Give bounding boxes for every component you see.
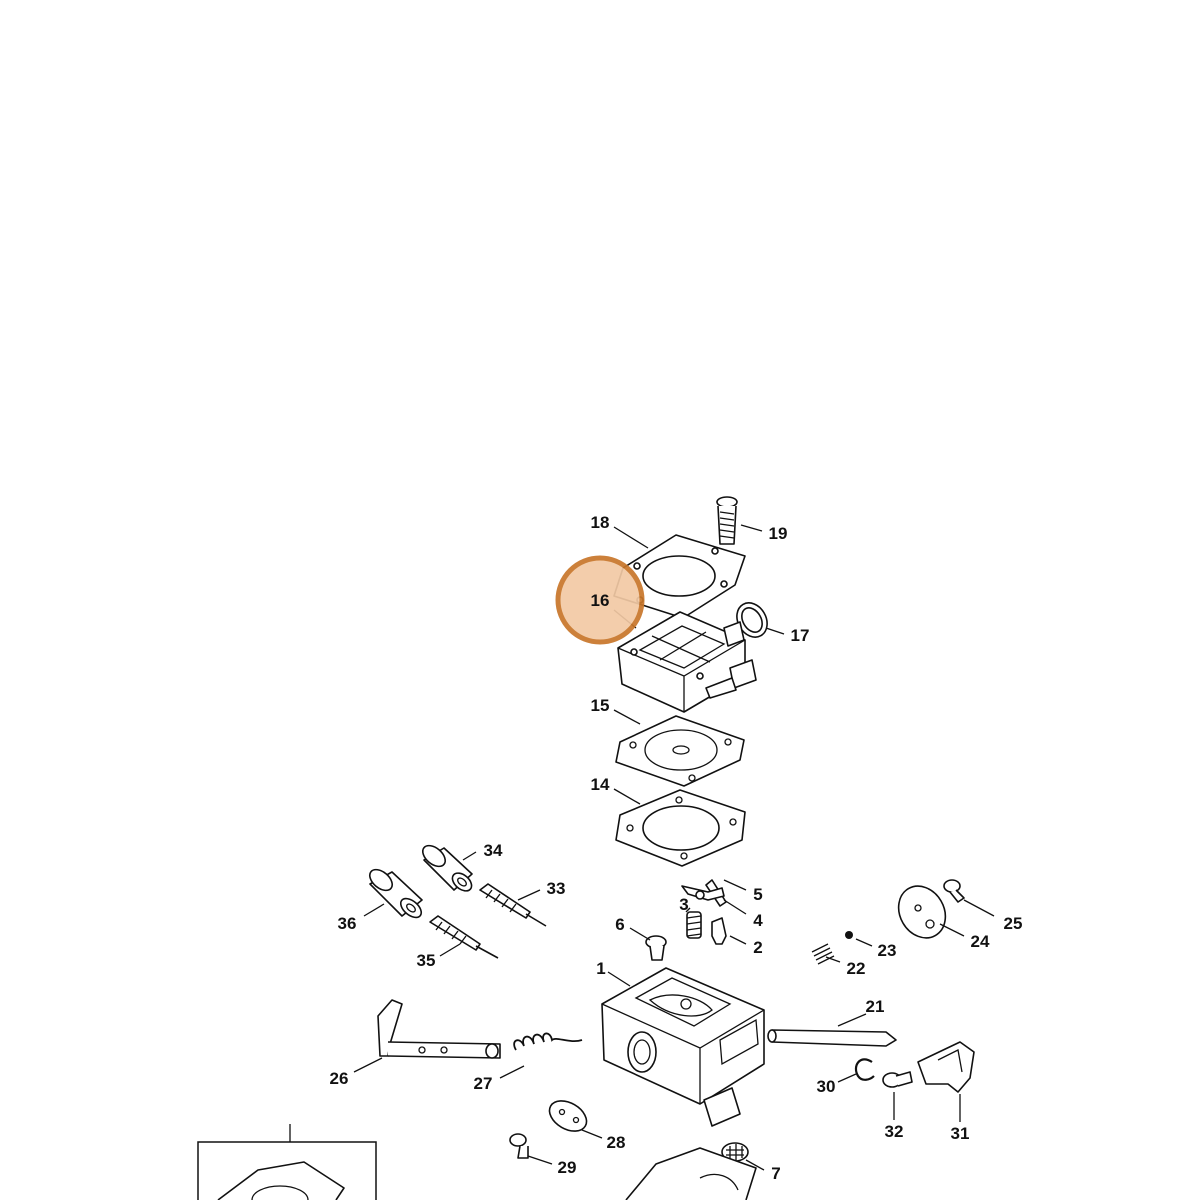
label-28: 29 [558, 1158, 577, 1177]
label-2: 2 [753, 938, 762, 957]
label-22: 23 [878, 941, 897, 960]
part-28-screw[interactable] [509, 1133, 529, 1159]
part-24-screw[interactable] [943, 879, 965, 903]
label-16: 16 [591, 591, 610, 610]
label-35: 36 [338, 914, 357, 933]
part-30-lever[interactable] [917, 1041, 975, 1093]
part-15-diaphragm[interactable] [615, 715, 745, 787]
part-29-clip[interactable] [854, 1058, 875, 1081]
part-21-spring[interactable] [811, 943, 835, 965]
part-26-spring[interactable] [513, 1032, 583, 1051]
part-20-shaft[interactable] [767, 1029, 897, 1047]
label-27: 28 [607, 1133, 626, 1152]
part-2-needle[interactable] [711, 917, 727, 945]
part-7-strainer[interactable] [721, 1142, 749, 1162]
part-34-adjusting-screw[interactable] [429, 915, 499, 959]
part-23-plate[interactable] [889, 878, 954, 947]
part-1-carburetor-body[interactable] [601, 967, 765, 1127]
label-32: 33 [547, 879, 566, 898]
label-33: 34 [484, 841, 503, 860]
label-3: 3 [679, 895, 688, 914]
label-17: 17 [791, 626, 810, 645]
label-15: 15 [591, 696, 610, 715]
part-22-ball[interactable] [845, 931, 853, 939]
label-14: 14 [591, 775, 610, 794]
label-20: 21 [866, 997, 885, 1016]
part-14-gasket[interactable] [615, 789, 746, 867]
part-25-choke-shaft[interactable] [377, 999, 501, 1059]
part-19-screw[interactable] [716, 496, 738, 545]
label-18: 18 [591, 513, 610, 532]
part-16-pump-housing[interactable] [617, 611, 757, 713]
part-4-lever[interactable] [681, 885, 725, 901]
part-18-gasket[interactable] [613, 534, 746, 619]
part-3-spring[interactable] [686, 911, 702, 939]
label-29: 30 [817, 1077, 836, 1096]
part-labels: 18 19 17 15 14 5 4 3 2 6 1 34 33 36 35 2… [330, 513, 1023, 1183]
label-4: 4 [753, 911, 763, 930]
part-36-kit-box[interactable] [197, 1141, 377, 1200]
highlight-marker-16[interactable]: 16 [555, 555, 645, 645]
label-24: 25 [1004, 914, 1023, 933]
label-1: 1 [596, 959, 605, 978]
label-34: 35 [417, 951, 436, 970]
label-21: 22 [847, 959, 866, 978]
label-6: 6 [615, 915, 624, 934]
label-19: 19 [769, 524, 788, 543]
part-32-adjusting-screw[interactable] [479, 883, 547, 927]
part-27-disc[interactable] [544, 1095, 592, 1138]
part-31-screw[interactable] [882, 1071, 913, 1088]
label-5: 5 [753, 885, 762, 904]
bottom-gasket-partial [625, 1147, 757, 1200]
part-33-cap[interactable] [419, 842, 475, 895]
label-26: 27 [474, 1074, 493, 1093]
leader-lines [289, 524, 995, 1171]
part-17-o-ring[interactable] [731, 597, 773, 642]
label-31: 32 [885, 1122, 904, 1141]
label-23: 24 [971, 932, 990, 951]
label-7: 7 [771, 1164, 780, 1183]
label-30: 31 [951, 1124, 970, 1143]
label-25: 26 [330, 1069, 349, 1088]
part-6-screw[interactable] [645, 935, 667, 961]
part-35-cap[interactable] [366, 866, 425, 922]
